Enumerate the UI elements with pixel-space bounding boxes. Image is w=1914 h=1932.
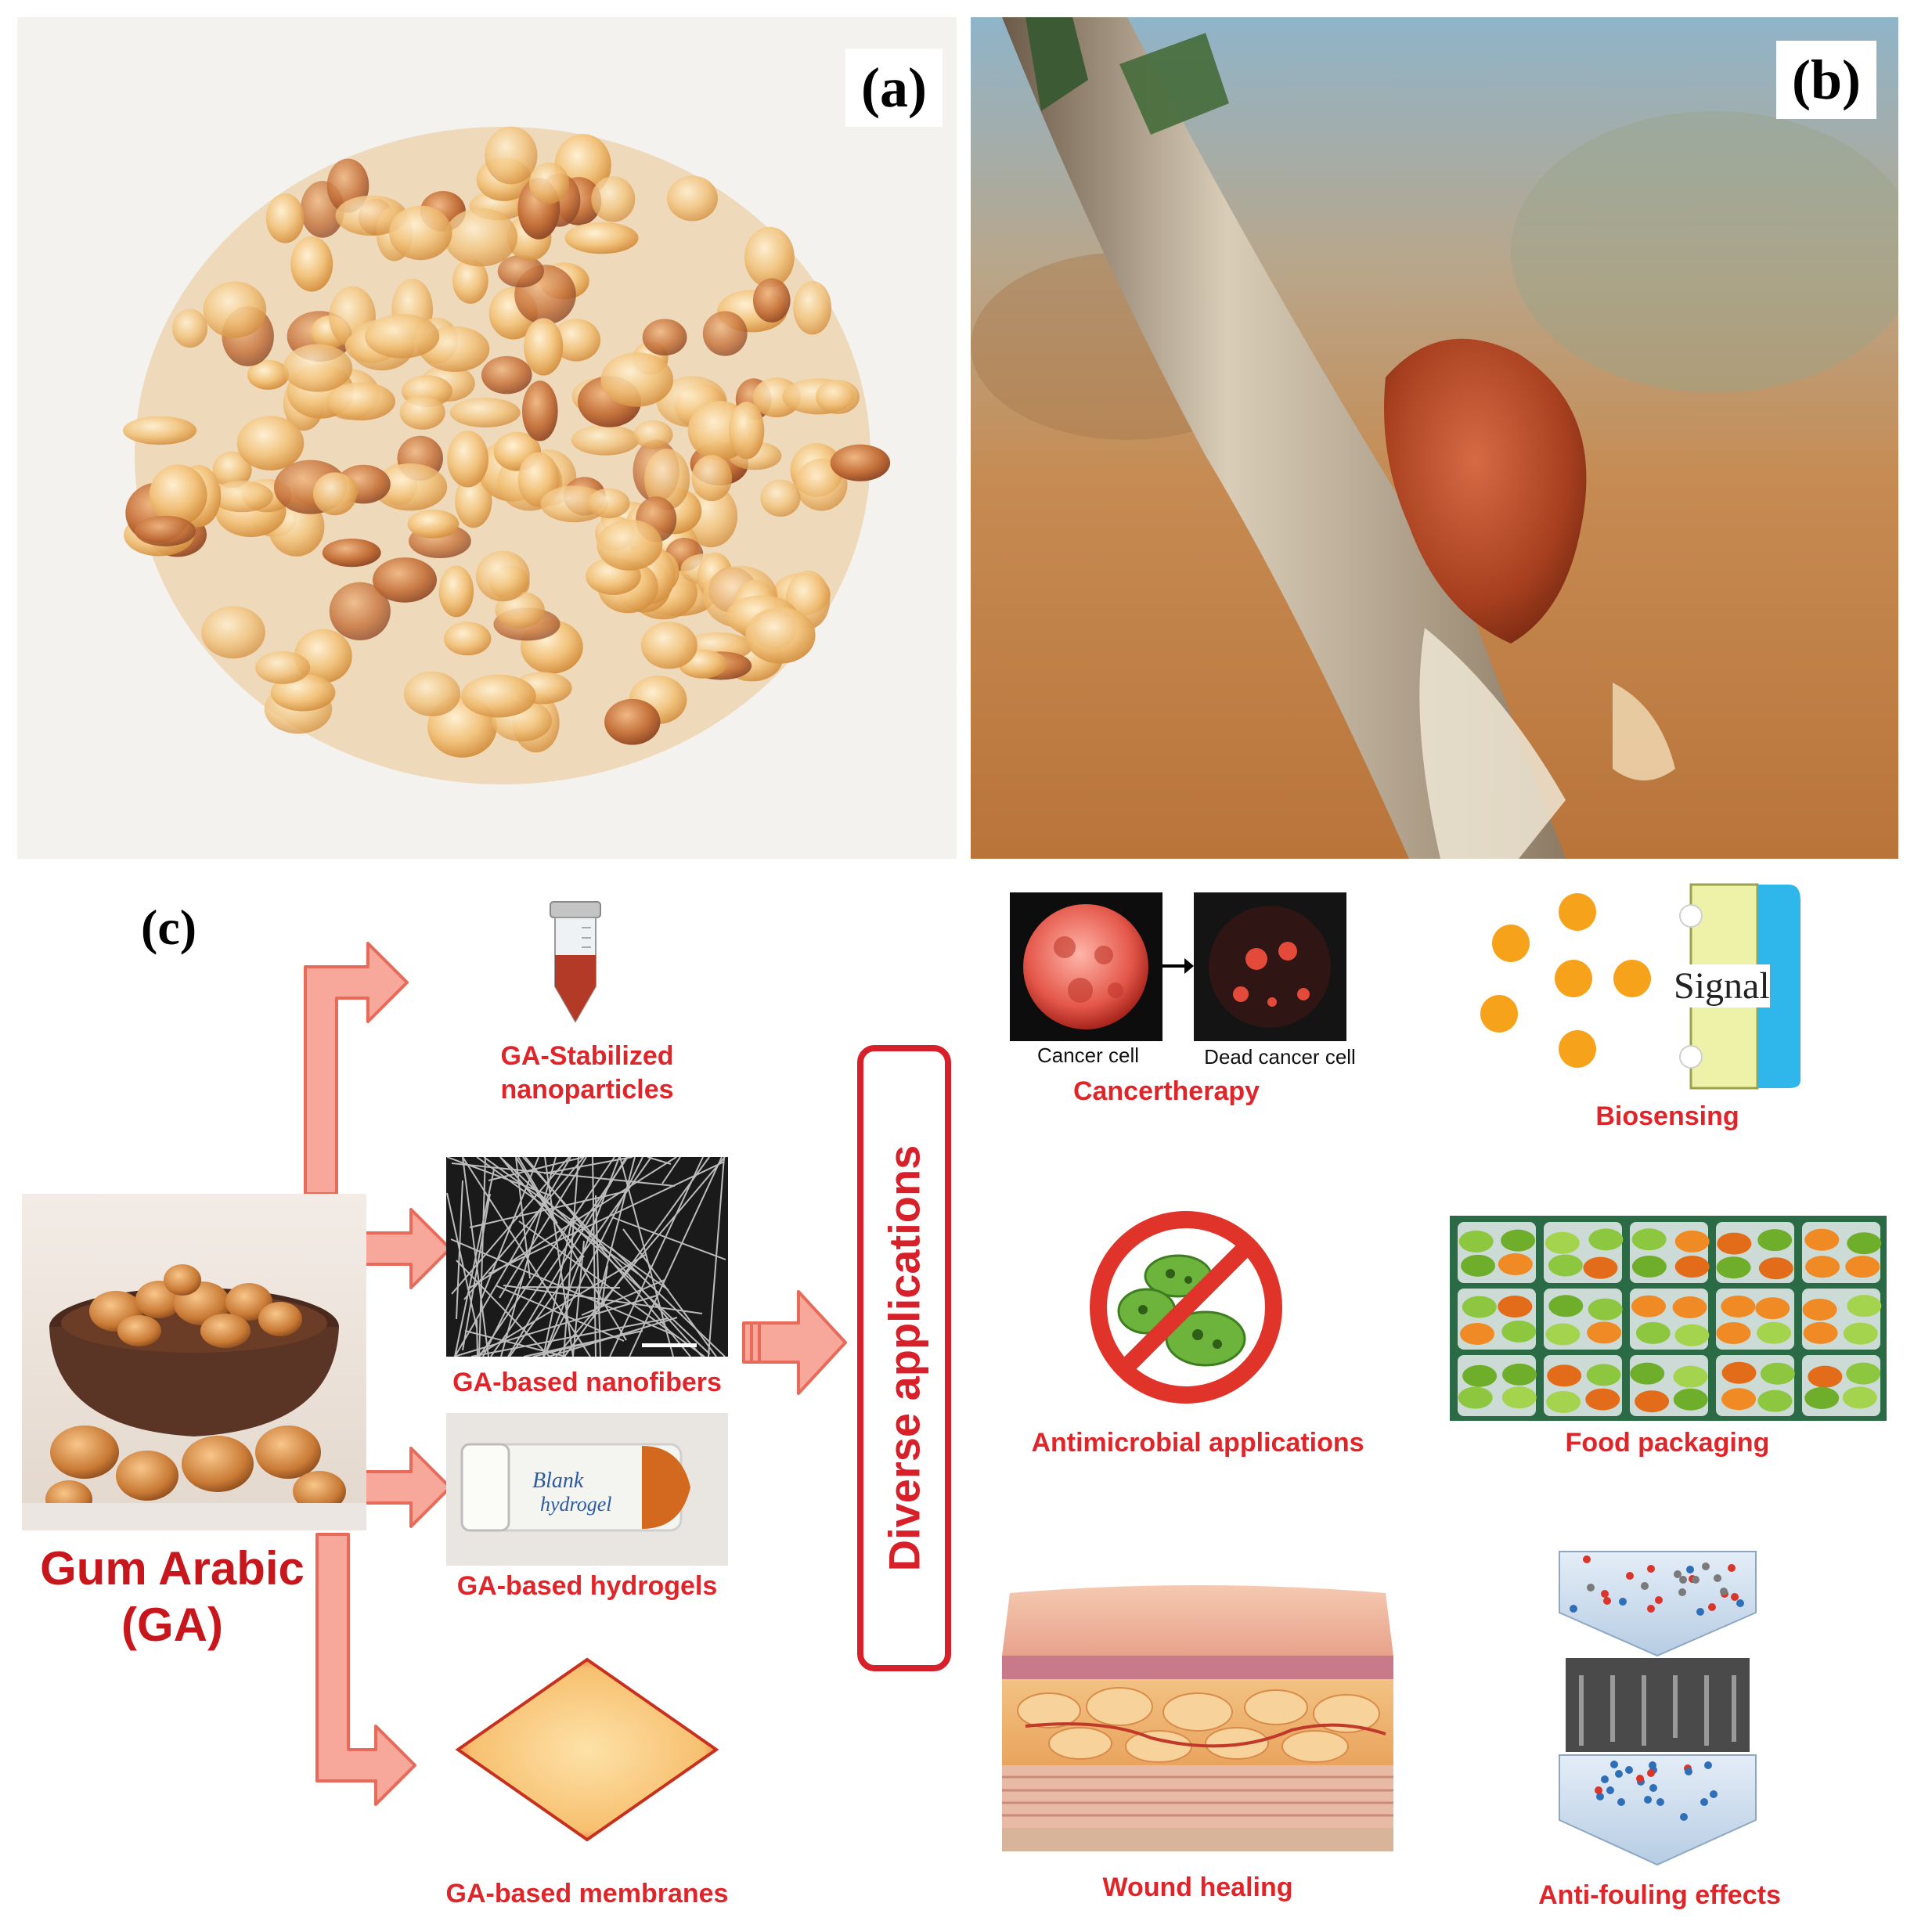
caption-nanoparticles-line2: nanoparticles xyxy=(500,1074,674,1105)
gum-arabic-bowl-image xyxy=(22,1194,366,1530)
hydrogel-vial-image: Blank hydrogel xyxy=(446,1413,728,1566)
caption-biosensing: Biosensing xyxy=(1595,1101,1739,1131)
cancer-cell-image xyxy=(1010,892,1162,1041)
caption-nanoparticles-line1: GA-Stabilized xyxy=(500,1041,674,1071)
food-packaging-image xyxy=(1450,1216,1887,1421)
diverse-applications-label: Diverse applications xyxy=(879,1144,929,1572)
skin-layers-image xyxy=(1002,1585,1393,1851)
panel-label-b: (b) xyxy=(1776,41,1876,119)
gum-arabic-title-line1: Gum Arabic xyxy=(40,1542,305,1595)
anti-fouling-diagram xyxy=(1559,1551,1757,1866)
arrow-to-nanofibers xyxy=(362,1208,452,1289)
caption-wound-healing: Wound healing xyxy=(1102,1873,1293,1902)
caption-anti-fouling: Anti-fouling effects xyxy=(1538,1880,1781,1910)
arrow-to-nanoparticles xyxy=(304,942,409,1195)
gum-arabic-title: Gum Arabic (GA) xyxy=(16,1541,329,1653)
photo-acacia-tree-exudate: (b) xyxy=(971,17,1898,859)
nanoparticle-tube-icon xyxy=(550,901,601,1023)
dead-cancer-cell-label: Dead cancer cell xyxy=(1204,1045,1356,1069)
membrane-icon xyxy=(455,1657,719,1842)
panel-label-a: (a) xyxy=(845,49,943,127)
gum-arabic-title-line2: (GA) xyxy=(121,1599,223,1651)
panel-label-c: (c) xyxy=(141,899,197,955)
dead-cancer-cell-image xyxy=(1194,892,1346,1041)
arrow-cancer-to-dead xyxy=(1162,958,1194,974)
tree-exudate-illustration xyxy=(971,17,1898,859)
caption-cancer-therapy: Cancertherapy xyxy=(1072,1076,1260,1106)
cancer-cell-label: Cancer cell xyxy=(1036,1043,1140,1067)
gum-tears-illustration xyxy=(17,17,957,859)
vial-handwriting-2: hydrogel xyxy=(540,1493,611,1516)
caption-ga-membranes: GA-based membranes xyxy=(445,1879,729,1909)
arrow-to-membranes xyxy=(315,1533,416,1806)
caption-ga-hydrogels: GA-based hydrogels xyxy=(456,1571,718,1601)
photo-gum-arabic-tears: (a) xyxy=(17,17,957,859)
diverse-applications-box: Diverse applications xyxy=(857,1045,951,1671)
caption-antimicrobial: Antimicrobial applications xyxy=(1031,1428,1364,1458)
caption-ga-nanofibers: GA-based nanofibers xyxy=(452,1368,722,1397)
nanofibers-sem-image xyxy=(446,1157,728,1357)
antimicrobial-icon xyxy=(1090,1211,1282,1404)
vial-handwriting-1: Blank xyxy=(532,1469,584,1493)
caption-ga-stabilized-nanoparticles: GA-Stabilized nanoparticles xyxy=(438,1040,736,1106)
caption-food-packaging: Food packaging xyxy=(1565,1428,1770,1458)
arrow-to-hydrogels xyxy=(362,1447,452,1528)
signal-label: Signal xyxy=(1674,964,1770,1007)
